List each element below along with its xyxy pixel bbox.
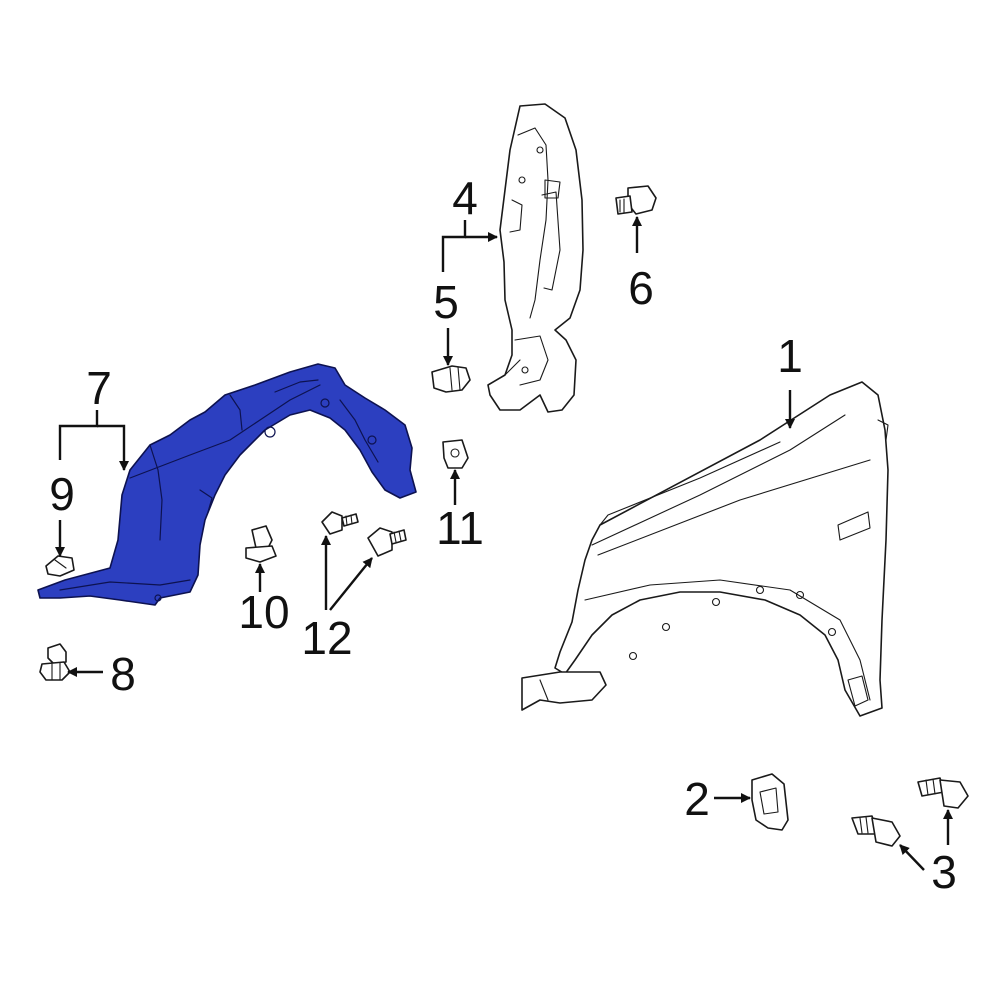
callout-12: 12 — [301, 612, 352, 664]
screw-part-12a[interactable] — [321, 511, 359, 535]
callout-3: 3 — [931, 846, 957, 898]
callout-2: 2 — [684, 773, 710, 825]
leader-lines — [55, 216, 953, 871]
callout-8: 8 — [110, 648, 136, 700]
nut-part-11[interactable] — [442, 439, 469, 469]
callout-10: 10 — [238, 586, 289, 638]
callout-4: 4 — [452, 172, 478, 224]
bolt-part-3b[interactable] — [851, 815, 901, 847]
callout-1: 1 — [777, 330, 803, 382]
fender-liner-part[interactable] — [37, 363, 417, 606]
bolt-part-8[interactable] — [39, 643, 71, 681]
callout-6: 6 — [628, 262, 654, 314]
clip-part-6[interactable] — [615, 185, 657, 215]
fender-part[interactable] — [521, 381, 889, 717]
clip-part-10[interactable] — [245, 525, 277, 563]
fender-bracket-part[interactable] — [487, 103, 584, 413]
clip-part-2[interactable] — [751, 773, 789, 831]
screw-part-12b[interactable] — [367, 527, 407, 557]
callout-11: 11 — [436, 502, 484, 554]
fastener-part-5[interactable] — [431, 365, 471, 393]
callout-5: 5 — [433, 276, 459, 328]
callout-7: 7 — [86, 362, 112, 414]
nut-part-9[interactable] — [45, 555, 75, 577]
callout-labels: 1 2 3 4 5 6 7 8 9 10 11 12 — [49, 172, 957, 898]
callout-9: 9 — [49, 468, 75, 520]
bolt-part-3a[interactable] — [917, 777, 969, 809]
